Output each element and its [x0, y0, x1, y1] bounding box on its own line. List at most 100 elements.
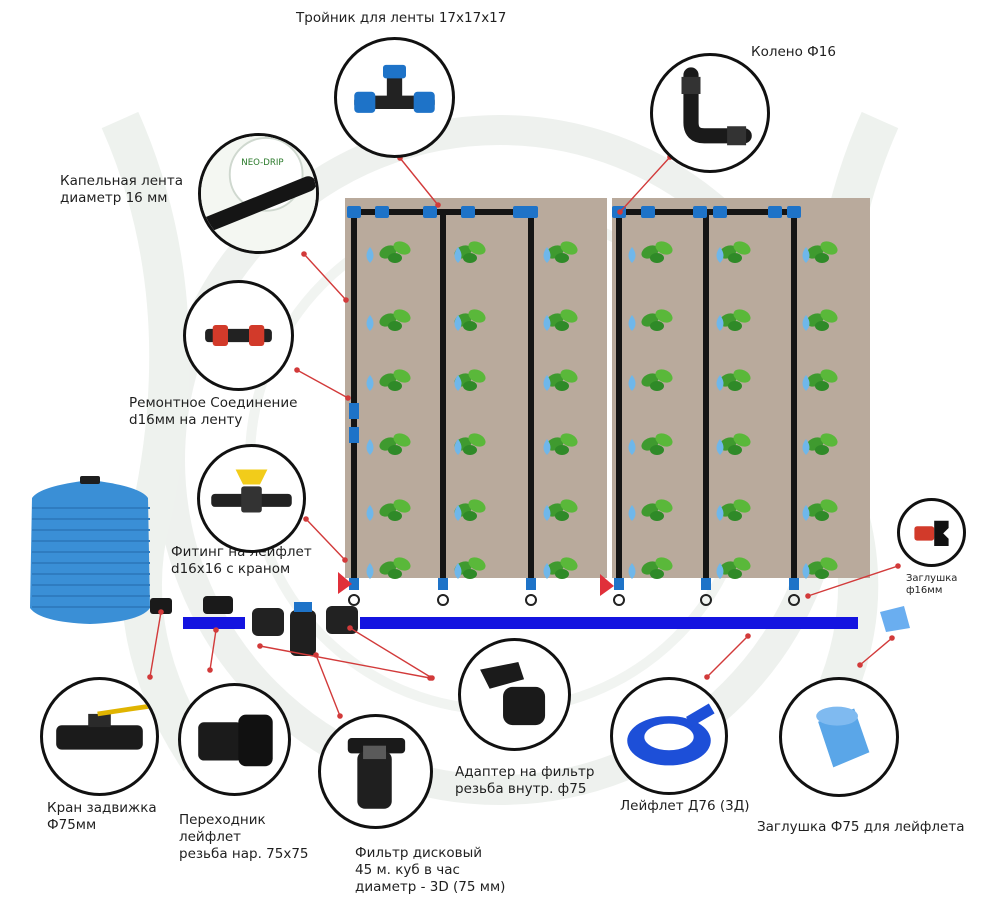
water-drop-icon: [802, 563, 810, 579]
plant-leaf: [728, 511, 742, 521]
plant-leaf: [468, 309, 486, 323]
plant-leaf: [463, 445, 477, 455]
water-drop-icon: [716, 247, 724, 263]
pointer-dot: [889, 635, 895, 641]
water-drop-icon: [802, 375, 810, 391]
tape-connector: [713, 206, 727, 218]
water-drop-icon: [802, 439, 810, 455]
disc-filter-mark: [290, 610, 316, 656]
water-drop-icon: [366, 375, 374, 391]
water-drop-icon: [454, 247, 462, 263]
fitting-valve-mark: [338, 572, 352, 594]
circle-repair-coupling: [183, 280, 294, 391]
plant-leaf: [733, 433, 751, 447]
water-drop-icon: [454, 439, 462, 455]
circle-filter-adapter: [458, 638, 571, 751]
water-drop-icon: [628, 439, 636, 455]
pointer-dot: [347, 625, 353, 631]
pointer-dot: [343, 297, 349, 303]
water-drop-icon: [716, 439, 724, 455]
circle-elbow: [650, 53, 770, 173]
plant-leaf: [655, 309, 673, 323]
plant-leaf: [393, 309, 411, 323]
plant-leaf: [560, 499, 578, 513]
thread-adapter-icon: [198, 714, 273, 767]
plant-leaf: [815, 569, 829, 579]
drip-line: [703, 212, 709, 584]
label-plug-75: Заглушка Ф75 для лейфлета: [757, 819, 965, 835]
plant-leaf: [555, 381, 569, 391]
plant-leaf: [820, 369, 838, 383]
water-drop-icon: [716, 505, 724, 521]
pointer-dot: [301, 251, 307, 257]
plant-leaf: [733, 241, 751, 255]
plant-leaf: [815, 445, 829, 455]
water-drop-icon: [628, 375, 636, 391]
tape-connector: [375, 206, 389, 218]
fitting-valve-mark: [600, 574, 614, 596]
circle-fitting-valve: [197, 444, 306, 553]
tape-logo-text: NEO-DRIP: [241, 158, 283, 168]
water-drop-icon: [802, 505, 810, 521]
label-fitting-valve: Фитинг на лейфлет d16x16 с краном: [171, 544, 312, 577]
water-drop-icon: [454, 505, 462, 521]
plug75-icon: [816, 706, 870, 768]
drip-line: [440, 212, 446, 584]
drip-line: [791, 212, 797, 584]
pointer-line: [315, 654, 341, 717]
plant-leaf: [820, 557, 838, 571]
filter-adapter-icon: [480, 662, 546, 726]
drip-line: [616, 212, 622, 584]
elbow-fitting-icon: [681, 67, 752, 146]
plant-leaf: [560, 433, 578, 447]
plant-leaf: [820, 433, 838, 447]
line-connector: [701, 578, 711, 590]
water-drop-icon: [716, 563, 724, 579]
pointer-line: [296, 369, 349, 399]
plant-leaf: [728, 253, 742, 263]
water-drop-icon: [454, 563, 462, 579]
pointer-dot: [617, 209, 623, 215]
line-end-cap: [613, 594, 625, 606]
line-end-cap: [700, 594, 712, 606]
plant-leaf: [388, 511, 402, 521]
plant-leaf: [728, 381, 742, 391]
plant-leaf: [655, 241, 673, 255]
plant-leaf: [393, 499, 411, 513]
plant-leaf: [728, 569, 742, 579]
plant-leaf: [388, 253, 402, 263]
label-plug-16: Заглушка ф16мм: [906, 573, 958, 596]
drip-line: [528, 212, 534, 584]
pointer-line: [807, 565, 899, 597]
pointer-dot: [207, 667, 213, 673]
plant-leaf: [728, 321, 742, 331]
circle-drip-tape: NEO-DRIP: [198, 133, 319, 254]
pointer-dot: [805, 593, 811, 599]
line-connector: [789, 578, 799, 590]
water-drop-icon: [366, 247, 374, 263]
label-drip-tape: Капельная лента диаметр 16 мм: [60, 173, 183, 206]
water-drop-icon: [802, 247, 810, 263]
pointer-line: [305, 518, 346, 561]
layflat-segment: [183, 617, 245, 629]
plant-leaf: [815, 321, 829, 331]
plant-leaf: [820, 499, 838, 513]
pointer-line: [149, 611, 162, 678]
water-drop-icon: [543, 505, 551, 521]
circle-gate-valve: [40, 677, 159, 796]
circle-plug-75: [779, 677, 899, 797]
plant-leaf: [560, 241, 578, 255]
plant-leaf: [560, 369, 578, 383]
repair-coupling-mark: [349, 427, 359, 443]
pointer-line: [209, 629, 217, 671]
water-drop-icon: [454, 375, 462, 391]
circle-tee: [334, 37, 455, 158]
pointer-dot: [429, 675, 435, 681]
repair-coupling-icon: [205, 325, 272, 346]
plant-leaf: [468, 557, 486, 571]
valve-icon: [56, 704, 149, 750]
water-drop-icon: [543, 439, 551, 455]
plant-leaf: [555, 253, 569, 263]
plant-leaf: [468, 433, 486, 447]
water-drop-icon: [543, 315, 551, 331]
